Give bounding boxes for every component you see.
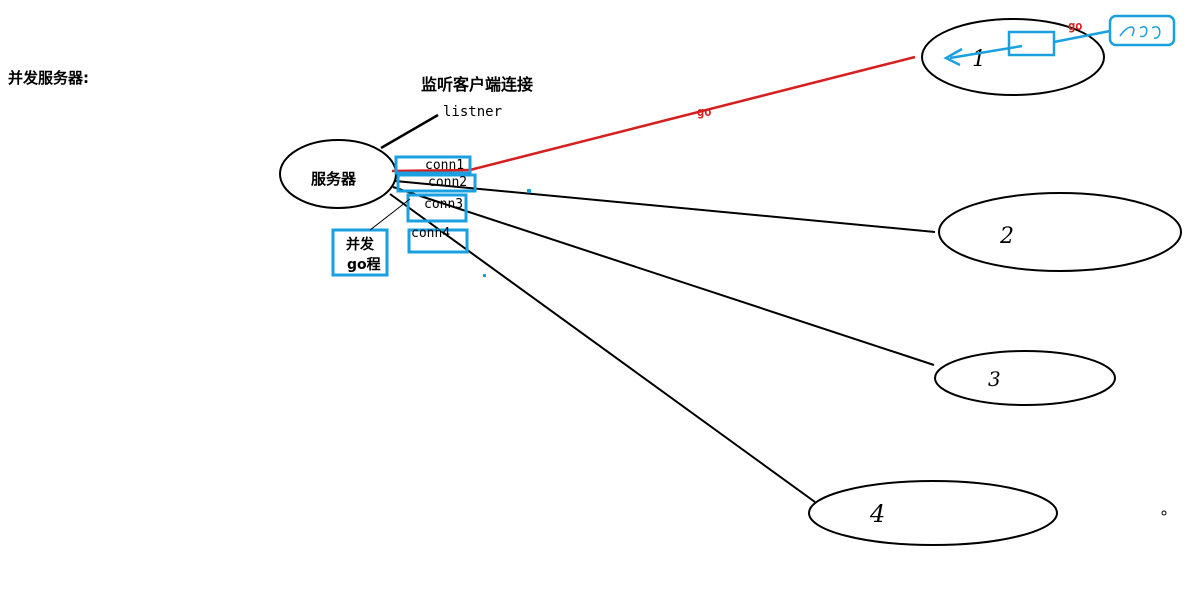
blue-dot	[527, 189, 531, 193]
arrow-head-icon	[943, 47, 963, 67]
page-title: 并发服务器:	[8, 69, 89, 87]
client-2-node	[938, 192, 1182, 272]
conn2-line	[394, 180, 936, 233]
client-4-label: 4	[869, 500, 885, 528]
stray-mark	[1161, 510, 1167, 516]
listen-label: 监听客户端连接	[421, 75, 533, 94]
conn1-label: conn1	[425, 158, 464, 173]
handler-scribble-icon	[1119, 26, 1161, 39]
conn3-line	[392, 186, 935, 366]
client-1-blue-arrow	[949, 44, 1023, 60]
client-1-node	[921, 18, 1105, 96]
conn3-box	[406, 193, 468, 223]
client-1-link	[1053, 29, 1111, 44]
handler-box	[1108, 14, 1176, 47]
client-1-label: 1	[972, 47, 986, 72]
goroutine-pointer	[369, 198, 411, 231]
listener-label: listner	[443, 104, 502, 120]
client-3-label: 3	[988, 367, 1001, 391]
client-1-goroutine-box	[1007, 30, 1056, 57]
conn4-line	[389, 193, 816, 503]
conn4-label: conn4	[411, 226, 450, 241]
goroutine-line1: 并发	[346, 236, 375, 253]
client-4-node	[808, 480, 1058, 546]
listener-connector	[380, 113, 439, 150]
conn2-box	[396, 173, 477, 193]
conn2-label: conn2	[428, 175, 467, 190]
blue-dot	[483, 274, 486, 277]
client-2-label: 2	[999, 224, 1014, 249]
conn1-line	[469, 55, 916, 172]
conn3-label: conn3	[424, 197, 463, 212]
server-label: 服务器	[311, 170, 357, 188]
go-label-top: go	[1068, 19, 1082, 33]
conn1-stub	[391, 168, 471, 173]
goroutine-line2: go程	[347, 257, 381, 273]
go-label-line: go	[697, 105, 711, 119]
client-3-node	[934, 350, 1116, 406]
conn4-box	[407, 228, 469, 254]
goroutine-box	[331, 228, 389, 277]
conn1-box	[394, 155, 472, 175]
